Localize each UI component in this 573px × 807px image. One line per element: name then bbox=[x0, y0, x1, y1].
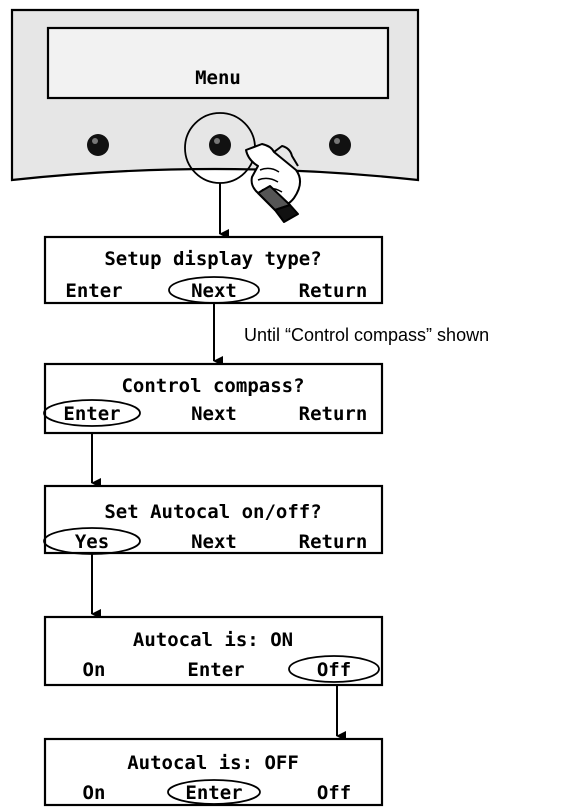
option-off[interactable]: Off bbox=[317, 659, 351, 681]
screen-title: Set Autocal on/off? bbox=[104, 501, 321, 523]
option-next[interactable]: Next bbox=[191, 531, 237, 553]
repeat-note-label: Until “Control compass” shown bbox=[244, 325, 489, 345]
option-enter[interactable]: Enter bbox=[65, 280, 122, 302]
option-on[interactable]: On bbox=[83, 782, 106, 804]
option-return[interactable]: Return bbox=[299, 280, 368, 302]
lcd-screen-setup-display: Setup display type? Enter Next Return bbox=[43, 235, 384, 305]
lcd-screen-autocal-off: Autocal is: OFF On Enter Off bbox=[43, 737, 384, 807]
center-button[interactable] bbox=[209, 134, 231, 156]
lcd-screen-autocal-on: Autocal is: ON On Enter Off bbox=[43, 615, 384, 687]
option-return[interactable]: Return bbox=[299, 531, 368, 553]
device-display-text: Menu bbox=[195, 67, 241, 89]
lcd-screen-set-autocal: Set Autocal on/off? Yes Next Return bbox=[43, 484, 384, 555]
hand-pointer-icon bbox=[245, 143, 301, 223]
option-next[interactable]: Next bbox=[191, 280, 237, 302]
right-button[interactable] bbox=[329, 134, 351, 156]
option-next[interactable]: Next bbox=[191, 403, 237, 425]
option-yes[interactable]: Yes bbox=[75, 531, 109, 553]
option-off[interactable]: Off bbox=[317, 782, 351, 804]
selection-ellipse bbox=[168, 276, 260, 304]
screen-title: Control compass? bbox=[121, 375, 304, 397]
option-on[interactable]: On bbox=[83, 659, 106, 681]
device-display bbox=[46, 26, 390, 100]
option-enter[interactable]: Enter bbox=[63, 403, 120, 425]
selection-ellipse bbox=[167, 779, 261, 805]
option-return[interactable]: Return bbox=[299, 403, 368, 425]
lcd-screen-control-compass: Control compass? Enter Next Return bbox=[43, 362, 384, 435]
device-panel: Menu bbox=[10, 8, 420, 184]
option-enter[interactable]: Enter bbox=[185, 782, 242, 804]
selection-ellipse bbox=[43, 399, 141, 427]
screen-title: Autocal is: ON bbox=[133, 629, 293, 651]
selection-ellipse bbox=[43, 527, 141, 555]
selection-ellipse bbox=[288, 655, 380, 683]
screen-title: Setup display type? bbox=[104, 248, 321, 270]
flow-connectors bbox=[91, 183, 346, 741]
option-enter[interactable]: Enter bbox=[187, 659, 244, 681]
left-button[interactable] bbox=[87, 134, 109, 156]
screen-title: Autocal is: OFF bbox=[127, 752, 299, 774]
